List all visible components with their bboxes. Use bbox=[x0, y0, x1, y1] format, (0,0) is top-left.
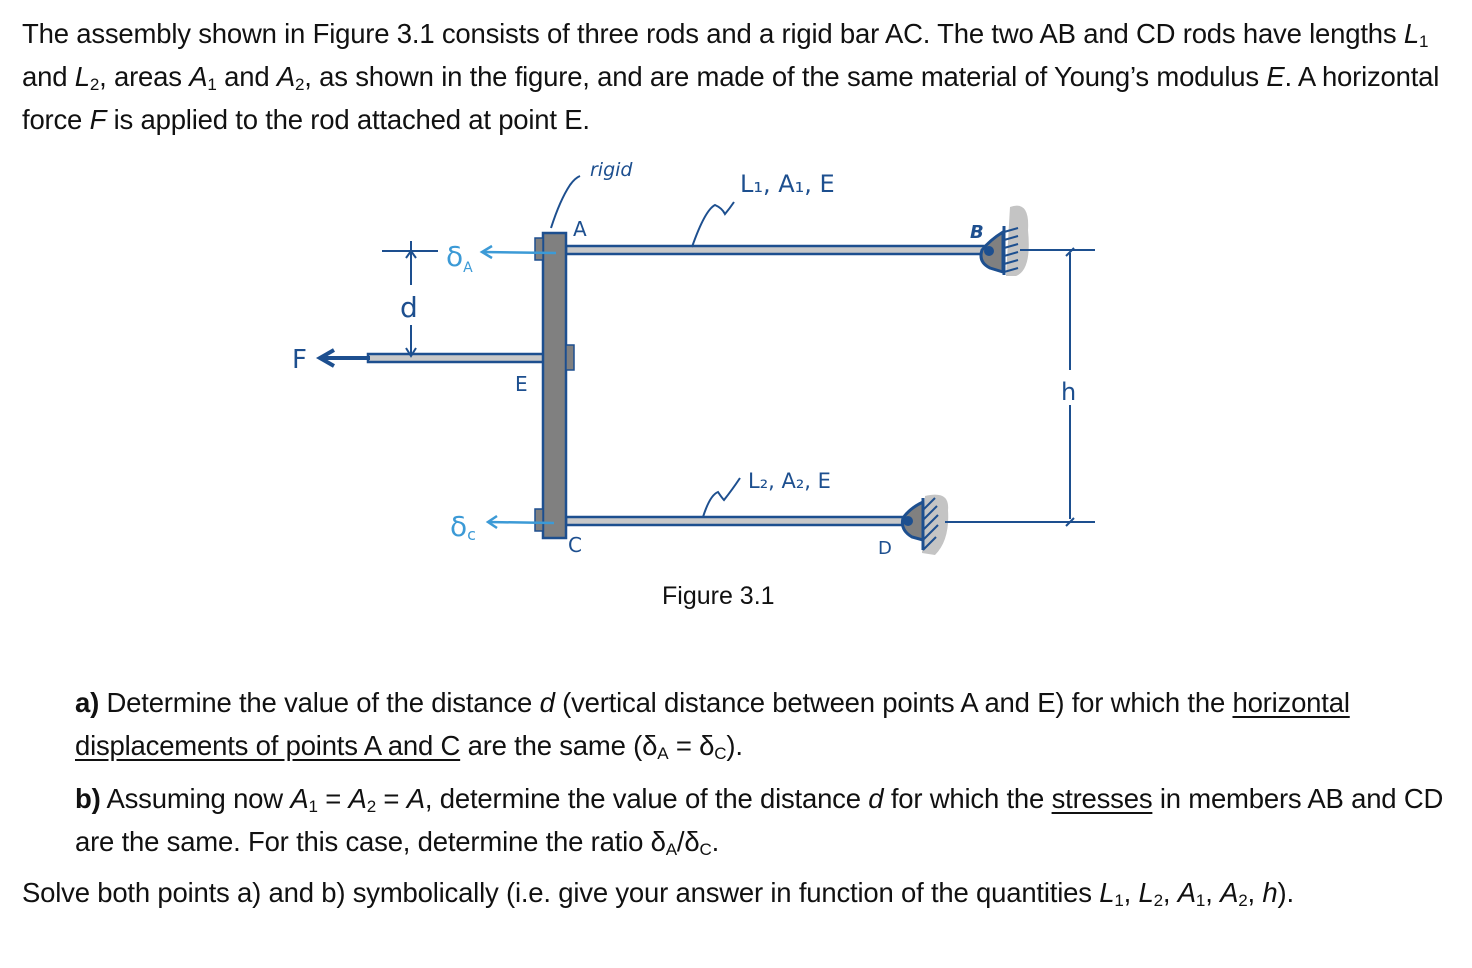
text: ). bbox=[1277, 877, 1295, 908]
symbol-A1: A bbox=[189, 61, 208, 92]
subscript: A bbox=[657, 743, 669, 763]
bracket-A bbox=[534, 237, 544, 261]
symbol-L2: L bbox=[1138, 877, 1154, 908]
symbol-A1: A bbox=[1177, 877, 1196, 908]
question-a: a) Determine the value of the distance d… bbox=[75, 681, 1455, 767]
symbol-A1: A bbox=[290, 783, 309, 814]
symbol-F: F bbox=[89, 104, 107, 135]
subscript: 1 bbox=[1418, 31, 1429, 51]
text: is applied to the rod attached at point … bbox=[106, 104, 590, 135]
text: , bbox=[1205, 877, 1221, 908]
problem-statement: The assembly shown in Figure 3.1 consist… bbox=[22, 12, 1452, 141]
text: and bbox=[216, 61, 277, 92]
subscript: A bbox=[665, 839, 677, 859]
label-D: D bbox=[878, 538, 892, 559]
subscript: 2 bbox=[295, 74, 305, 94]
symbol-A2: A bbox=[1220, 877, 1239, 908]
symbol-A2: A bbox=[348, 783, 367, 814]
label-E: E bbox=[515, 372, 528, 396]
symbol-h: h bbox=[1262, 877, 1278, 908]
question-a-label: a) bbox=[75, 687, 100, 718]
label-C: C bbox=[568, 533, 582, 557]
text: , as shown in the figure, and are made o… bbox=[304, 61, 1267, 92]
subscript: 2 bbox=[89, 74, 100, 94]
subscript: 2 bbox=[1153, 890, 1163, 910]
bracket-E bbox=[565, 344, 575, 371]
displacement-arrow-deltaA bbox=[479, 244, 557, 260]
rod-AB bbox=[564, 244, 986, 256]
text: , determine the value of the distance bbox=[424, 783, 869, 814]
label-rod1-properties: L₁, A₁, E bbox=[740, 170, 835, 198]
symbol-E: E bbox=[1266, 61, 1285, 92]
symbol-L1: L bbox=[1403, 18, 1419, 49]
text: and bbox=[22, 61, 75, 92]
symbol-A: A bbox=[406, 783, 425, 814]
symbol-d: d bbox=[539, 687, 555, 718]
figure-3-1-diagram: h d F δA δc A B C D E rigid L₁, A₁, E L₂… bbox=[292, 159, 1095, 559]
rigid-bar-AC bbox=[541, 231, 568, 540]
text: Determine the value of the distance bbox=[99, 687, 540, 718]
leader-rod2 bbox=[702, 477, 741, 518]
text: (vertical distance between points A and … bbox=[554, 687, 1233, 718]
question-b: b) Assuming now A1 = A2 = A, determine t… bbox=[75, 777, 1455, 863]
pin-support-D bbox=[900, 494, 949, 555]
underlined-text: horizontal displacements of points A and… bbox=[75, 687, 1350, 761]
symbol-L2: L bbox=[74, 61, 90, 92]
symbol-d: d bbox=[868, 783, 884, 814]
subscript: C bbox=[714, 743, 727, 763]
label-A: A bbox=[573, 217, 587, 241]
label-rigid: rigid bbox=[590, 159, 633, 181]
force-arrow-F bbox=[315, 348, 370, 368]
rod-E bbox=[366, 352, 546, 364]
text: ). bbox=[726, 730, 743, 761]
subscript: 1 bbox=[308, 796, 318, 816]
label-d: d bbox=[400, 291, 418, 324]
bracket-C bbox=[534, 508, 544, 532]
label-rod2-properties: L₂, A₂, E bbox=[748, 469, 831, 493]
dimension-d bbox=[382, 241, 438, 358]
symbol-A2: A bbox=[276, 61, 296, 92]
label-deltaC: δc bbox=[450, 510, 476, 544]
subscript: 1 bbox=[1195, 890, 1206, 910]
leader-rod1 bbox=[691, 201, 735, 248]
text: , bbox=[1162, 877, 1178, 908]
subscript: 2 bbox=[1238, 890, 1248, 910]
subscript: 2 bbox=[366, 796, 376, 816]
label-h: h bbox=[1061, 378, 1076, 406]
text: , areas bbox=[99, 61, 190, 92]
label-F: F bbox=[292, 345, 307, 375]
text: . A horizontal force bbox=[22, 61, 1440, 135]
text: in members AB and CD are the same. For t… bbox=[75, 783, 1444, 857]
leader-rigid bbox=[550, 175, 581, 229]
text: = bbox=[317, 783, 349, 814]
question-b-label: b) bbox=[75, 783, 101, 814]
underlined-text: stresses bbox=[1051, 783, 1153, 814]
text: /δ bbox=[676, 826, 700, 857]
rod-CD bbox=[564, 515, 908, 527]
text: are the same (δ bbox=[460, 730, 658, 761]
text: = bbox=[375, 783, 407, 814]
label-deltaA: δA bbox=[446, 240, 473, 276]
subscript: 1 bbox=[1114, 890, 1124, 910]
subscript: C bbox=[699, 839, 712, 859]
text: , bbox=[1123, 877, 1139, 908]
text: Solve both points a) and b) symbolically… bbox=[22, 877, 1100, 908]
symbol-L1: L bbox=[1099, 877, 1115, 908]
text: , bbox=[1247, 877, 1263, 908]
subscript: 1 bbox=[207, 74, 217, 94]
solve-instruction: Solve both points a) and b) symbolically… bbox=[22, 871, 1452, 914]
text: . bbox=[711, 826, 720, 857]
text: Assuming now bbox=[100, 783, 291, 814]
displacement-arrow-deltaC bbox=[485, 514, 555, 530]
dimension-h bbox=[945, 247, 1095, 527]
text: The assembly shown in Figure 3.1 consist… bbox=[22, 18, 1404, 49]
figure-caption: Figure 3.1 bbox=[662, 582, 775, 610]
pin-support-B bbox=[979, 205, 1029, 276]
text: = δ bbox=[668, 730, 715, 761]
text: for which the bbox=[883, 783, 1052, 814]
label-B: B bbox=[970, 222, 984, 243]
